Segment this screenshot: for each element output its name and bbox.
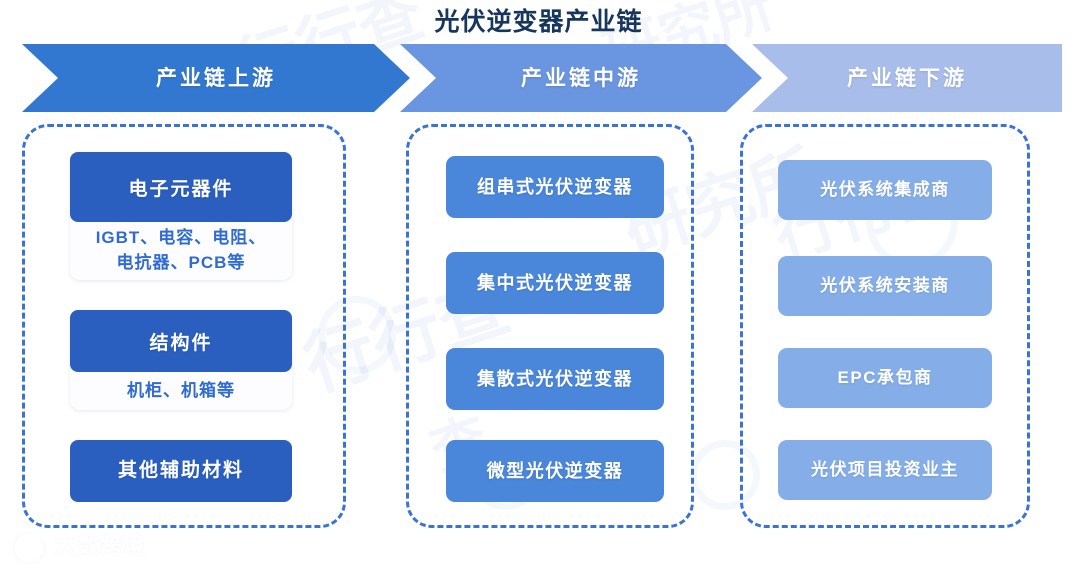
midstream-item-central-inverter[interactable]: 集中式光伏逆变器 (446, 252, 664, 314)
stage-arrow-upstream-label: 产业链上游 (156, 67, 276, 90)
stage-arrow-downstream-label: 产业链下游 (847, 67, 967, 90)
midstream-item-micro-inverter[interactable]: 微型光伏逆变器 (446, 440, 664, 502)
upstream-card-structural-parts-title: 结构件 (70, 310, 292, 372)
downstream-item-system-integrator-label: 光伏系统集成商 (820, 180, 950, 200)
downstream-column (740, 124, 1030, 528)
downstream-item-epc-contractor-label: EPC承包商 (837, 368, 933, 388)
upstream-card-other-materials[interactable]: 其他辅助材料 (70, 440, 292, 502)
midstream-item-string-inverter-label: 组串式光伏逆变器 (477, 176, 633, 197)
page-title: 光伏逆变器产业链 (434, 9, 643, 36)
upstream-card-electronic-components-title: 电子元器件 (70, 152, 292, 222)
upstream-card-other-materials-label: 其他辅助材料 (117, 460, 244, 482)
upstream-column (22, 124, 346, 528)
watermark-logo-text: 大数跨境 (54, 533, 147, 558)
stage-arrow-downstream[interactable]: 产业链下游 (752, 44, 1062, 112)
stage-arrow-upstream[interactable]: 产业链上游 (22, 44, 410, 112)
downstream-item-system-integrator[interactable]: 光伏系统集成商 (778, 160, 992, 220)
downstream-item-system-installer[interactable]: 光伏系统安装商 (778, 256, 992, 316)
midstream-item-micro-inverter-label: 微型光伏逆变器 (486, 460, 624, 481)
stage-arrow-midstream-label: 产业链中游 (521, 67, 641, 90)
upstream-card-electronic-components[interactable]: 电子元器件 IGBT、电容、电阻、 电抗器、PCB等 (70, 152, 292, 280)
midstream-item-distributed-inverter-label: 集散式光伏逆变器 (477, 368, 633, 389)
downstream-item-system-installer-label: 光伏系统安装商 (820, 276, 950, 296)
midstream-item-distributed-inverter[interactable]: 集散式光伏逆变器 (446, 348, 664, 410)
downstream-item-epc-contractor[interactable]: EPC承包商 (778, 348, 992, 408)
upstream-card-structural-parts-detail: 机柜、机箱等 (127, 380, 235, 400)
upstream-card-electronic-components-detail: IGBT、电容、电阻、 电抗器、PCB等 (95, 228, 267, 272)
brand-logo-icon (14, 530, 48, 563)
watermark-logo: 大数跨境 (14, 528, 147, 563)
downstream-item-project-investor-label: 光伏项目投资业主 (811, 460, 959, 480)
midstream-column (406, 124, 694, 528)
midstream-item-string-inverter[interactable]: 组串式光伏逆变器 (446, 156, 664, 218)
upstream-card-structural-parts[interactable]: 结构件 机柜、机箱等 (70, 310, 292, 410)
downstream-item-project-investor[interactable]: 光伏项目投资业主 (778, 440, 992, 500)
midstream-item-central-inverter-label: 集中式光伏逆变器 (477, 272, 633, 293)
stage-arrow-bar: 产业链上游 产业链中游 产业链下游 (22, 44, 1062, 112)
stage-arrow-midstream[interactable]: 产业链中游 (400, 44, 762, 112)
